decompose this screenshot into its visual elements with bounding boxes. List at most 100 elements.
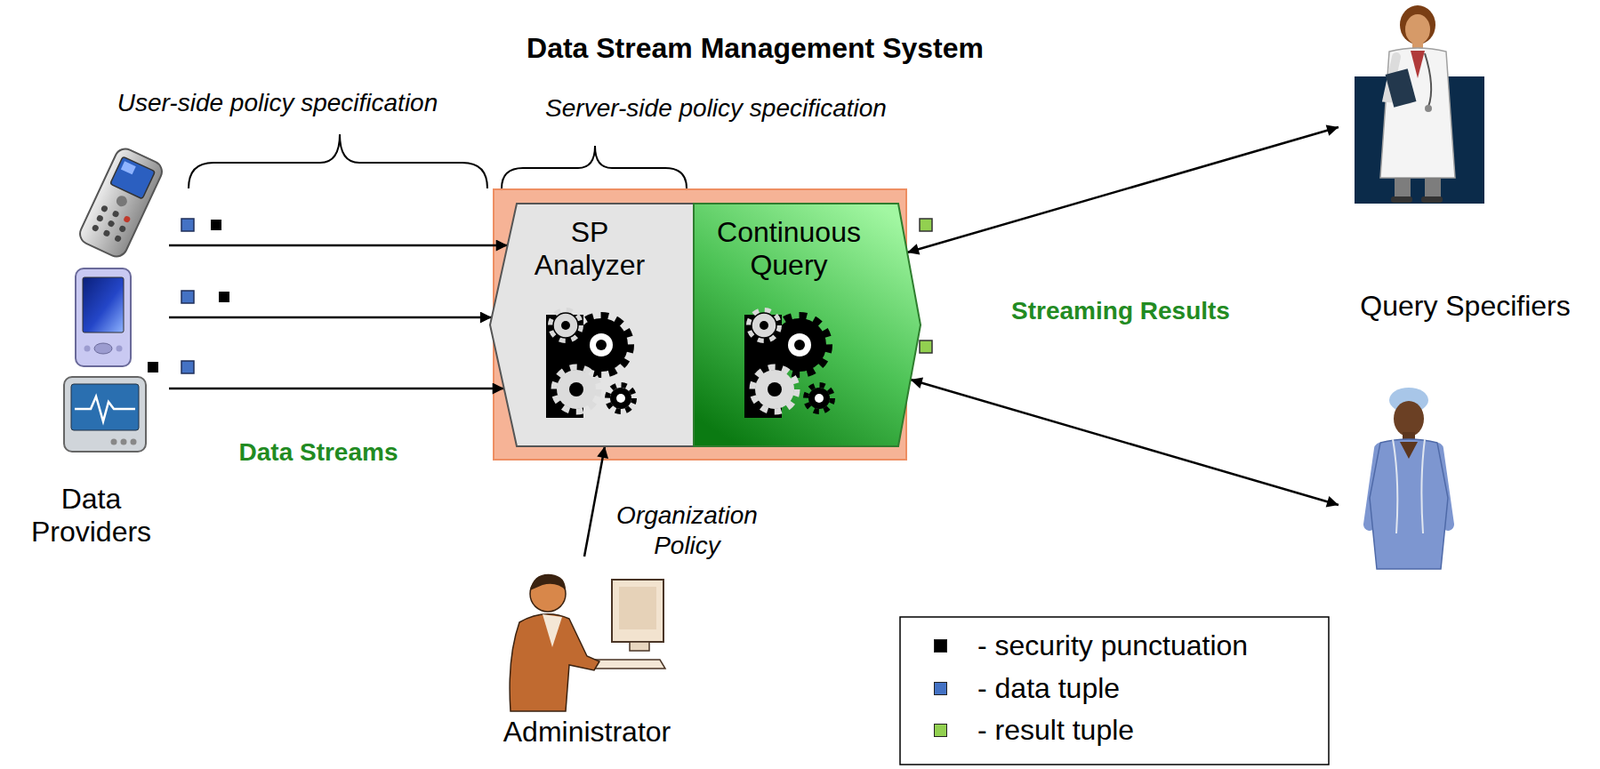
phone-icon-part	[102, 229, 111, 238]
result-tuples-part	[919, 218, 933, 232]
node-text-block: Administrator	[498, 715, 676, 749]
doctor-figure-part	[1424, 53, 1432, 107]
administrator-figure-part	[629, 642, 650, 652]
actor-box: Administrator	[498, 556, 676, 756]
administrator-figure-part	[542, 614, 563, 648]
node-text-block: Continuous Query	[693, 216, 885, 282]
result-tuples	[919, 218, 933, 354]
user-side-bracket	[188, 134, 488, 189]
doctor-figure-part	[1399, 5, 1436, 45]
monitor-icon-part	[71, 384, 139, 431]
administrator-figure-part	[509, 614, 600, 712]
nurse-figure-part	[1421, 439, 1425, 534]
stream-tuples	[147, 218, 230, 374]
nurse-figure	[1369, 387, 1448, 570]
nurse-figure-part	[1399, 442, 1418, 459]
legend-swatch	[933, 639, 948, 653]
doctor-figure-part	[1380, 48, 1456, 178]
legend-label: - data tuple	[977, 672, 1120, 706]
connector-arrow	[168, 387, 505, 391]
legend-swatch	[933, 682, 948, 696]
stream-label: Data Streams	[239, 438, 399, 467]
phone-icon-part	[96, 214, 105, 223]
phone-icon-part	[122, 215, 131, 224]
node-label: Continuous Query	[693, 216, 885, 282]
phone-icon-part	[118, 225, 127, 234]
process-box: Continuous Query	[693, 203, 921, 447]
stream-tuples-part	[181, 218, 194, 232]
phone-icon-part	[106, 219, 115, 228]
phone-icon-part	[110, 156, 156, 200]
doctor-figure-part	[1385, 68, 1417, 107]
phone-icon-part	[113, 234, 122, 243]
node-text-block: Data Providers	[13, 482, 169, 549]
pda-icon-part	[82, 277, 124, 333]
monitor-icon-part	[64, 377, 146, 452]
pda-icon-part	[116, 345, 123, 353]
doctor-figure-part	[1424, 104, 1432, 113]
edge-label: Organization Policy	[609, 500, 765, 561]
connector-arrow	[907, 127, 1339, 253]
stream-tuples-part	[181, 361, 194, 374]
legend-box	[900, 617, 1329, 765]
phone-icon-part	[120, 160, 137, 175]
diagram-title: Data Stream Management System	[526, 32, 984, 65]
scope-label: User-side policy specification	[117, 88, 439, 118]
phone-icon-part	[111, 209, 120, 218]
connector-arrow	[168, 244, 508, 248]
monitor-icon-part	[111, 439, 118, 446]
nurse-figure-part	[1393, 401, 1424, 437]
process-box: SP Analyzer	[490, 203, 694, 447]
legend-row: - data tuple	[933, 672, 1120, 706]
doctor-figure-part	[1410, 50, 1425, 79]
administrator-figure-part	[611, 579, 664, 643]
stream-tuples-part	[147, 361, 159, 373]
legend-row: - result tuple	[933, 714, 1134, 748]
phone-icon-part	[91, 224, 100, 233]
server-side-bracket	[501, 145, 687, 189]
monitor-icon-part	[120, 439, 128, 446]
doctor-figure-part	[1390, 196, 1413, 203]
legend-label: - security punctuation	[977, 629, 1248, 663]
doctor-figure-part	[1421, 196, 1443, 203]
stream-tuples-part	[181, 290, 194, 304]
phone-icon-part	[114, 193, 129, 209]
scope-label: Server-side policy specification	[545, 94, 887, 123]
result-tuples-part	[919, 340, 933, 354]
administrator-figure-part	[619, 586, 657, 630]
node-label: SP Analyzer	[522, 216, 657, 282]
monitor-icon-part	[74, 396, 136, 422]
connector-arrow	[584, 446, 605, 557]
connector-arrow	[910, 379, 1339, 506]
node-outline	[693, 203, 921, 447]
nurse-figure-part	[1392, 439, 1398, 534]
node-outline	[490, 203, 694, 447]
nurse-figure-part	[1369, 439, 1448, 570]
phone-icon-part	[76, 145, 166, 261]
monitor-icon	[64, 377, 146, 452]
node-label: Data Providers	[13, 482, 169, 549]
administrator-figure-part	[530, 574, 566, 591]
phone-icon-part	[100, 204, 109, 213]
pda-icon-part	[75, 268, 131, 367]
doctor-figure-part	[1394, 177, 1411, 198]
stream-label: Streaming Results	[1011, 297, 1231, 326]
monitor-icon-part	[130, 439, 137, 446]
stream-tuples-part	[210, 219, 222, 231]
node-text-block: Query Specifiers	[1338, 289, 1592, 323]
legend-label: - result tuple	[977, 714, 1134, 748]
user-group: Query Specifiers	[1338, 4, 1592, 574]
node-label: Administrator	[498, 715, 676, 749]
doctor-figure-part	[1405, 14, 1431, 45]
doctor-figure	[1354, 5, 1485, 204]
administrator-figure-part	[588, 659, 666, 669]
pda-icon-part	[84, 345, 91, 353]
provider-group: Data Providers	[13, 142, 169, 561]
administrator-figure	[509, 574, 666, 712]
connector-arrow	[168, 316, 492, 320]
phone-icon	[76, 145, 166, 261]
doctor-figure-part	[1424, 177, 1441, 198]
stream-tuples-part	[218, 291, 230, 303]
pda-icon	[75, 268, 131, 367]
